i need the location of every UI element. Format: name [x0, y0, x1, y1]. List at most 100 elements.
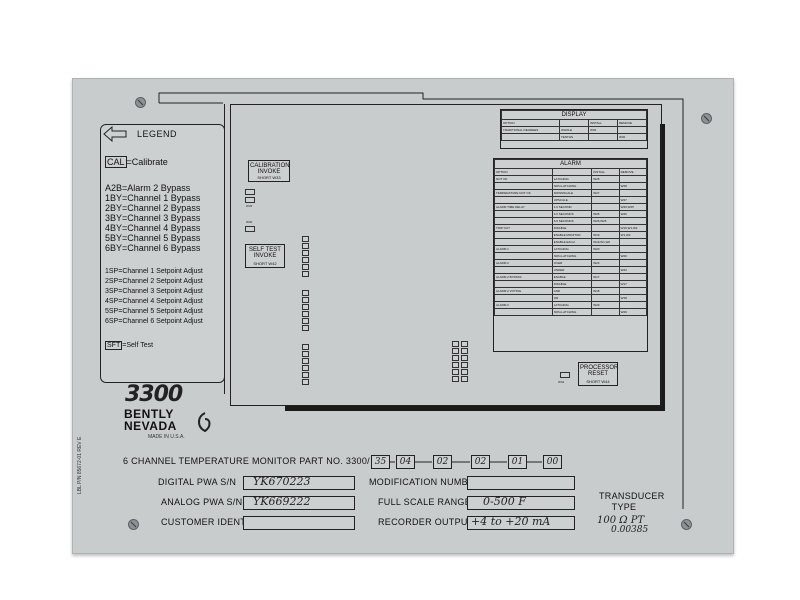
legend-desc: =Channel 6 Bypass — [122, 243, 201, 253]
table-cell: W26 — [618, 210, 647, 218]
table-cell — [618, 217, 647, 225]
table-cell: WHOLE — [559, 126, 589, 134]
legend-item: 4SP=Channel 4 Setpoint Adjust — [105, 297, 203, 307]
digital-pwa-field — [243, 476, 355, 490]
pin-column — [461, 341, 468, 383]
legend-key: 4SP — [105, 298, 119, 305]
table-cell — [618, 245, 647, 253]
table-cell: TRADITIONAL DEGREES — [501, 126, 560, 134]
legend-key: 6BY — [105, 243, 123, 253]
legend-desc: =Channel 5 Bypass — [122, 233, 201, 243]
table-cell: OVER — [551, 259, 593, 267]
digital-pwa-label: DIGITAL PWA S/N — [158, 477, 237, 487]
brand-line-2: NEVADA — [124, 419, 177, 433]
table-header: OPTION — [494, 168, 553, 176]
table-cell: W27 — [618, 196, 647, 204]
jumper-pin — [302, 372, 309, 378]
legend-item: 1BY=Channel 1 Bypass — [105, 193, 200, 203]
part-number-segment: 02 — [433, 455, 452, 469]
jumper-pin — [452, 355, 459, 361]
legend-key: CAL — [105, 156, 127, 168]
jumper-pin — [302, 236, 309, 242]
full-scale-field — [467, 496, 575, 510]
legend-desc: =Channel 4 Bypass — [122, 223, 201, 233]
jumper-pin — [302, 379, 309, 385]
legend-item: 5BY=Channel 5 Bypass — [105, 233, 200, 243]
legend-desc: =Calibrate — [126, 157, 168, 167]
table-cell: W18 — [618, 294, 647, 302]
jumper-pin — [302, 325, 309, 331]
table-cell: LATCHING — [551, 175, 593, 183]
table-cell — [494, 238, 553, 246]
jumper-pin — [452, 348, 459, 354]
customer-ident-label: CUSTOMER IDENT. — [161, 517, 248, 527]
legend-item: CAL=Calibrate — [105, 156, 168, 168]
legend-desc: =Channel 1 Setpoint Adjust — [118, 268, 203, 275]
table-cell: ENABLE — [551, 273, 593, 281]
table-cell: W32 — [588, 126, 618, 134]
part-number-segment: 02 — [471, 455, 490, 469]
jumper-pin — [452, 362, 459, 368]
table-cell: ALARM 2 BYPASS — [494, 273, 553, 281]
table-cell: W20 — [591, 245, 620, 253]
table-cell: ALARM TIME DELAY — [494, 203, 553, 211]
table-cell — [494, 210, 553, 218]
analog-pwa-label: ANALOG PWA S/N — [161, 497, 243, 507]
table-cell: NON-LATCHING — [551, 252, 593, 260]
jumper-pin — [302, 290, 309, 296]
table-cell — [501, 133, 560, 141]
analog-pwa-field — [243, 496, 355, 510]
table-cell — [591, 266, 620, 274]
board-notch — [224, 104, 231, 394]
jumper-pin — [560, 372, 570, 378]
legend-key: 5BY — [105, 233, 123, 243]
board-shadow — [660, 124, 665, 411]
table-cell — [494, 196, 553, 204]
jumper-pin — [245, 189, 255, 195]
table-cell: TENTHS — [559, 133, 589, 141]
table-cell: W23 — [591, 259, 620, 267]
table-row: UPSCALE W27 — [494, 196, 647, 204]
legend-key: 6SP — [105, 318, 119, 325]
jumper-pin — [302, 365, 309, 371]
table-cell: UPSCALE — [551, 196, 593, 204]
legend-key: 3BY — [105, 213, 123, 223]
legend-key: 2SP — [105, 278, 119, 285]
table-cell — [494, 182, 553, 190]
legend-key: 1BY — [105, 193, 123, 203]
table-cell — [618, 273, 647, 281]
jumper-pin — [452, 376, 459, 382]
table-cell: ALARM 2 — [494, 259, 553, 267]
jumper-pin — [302, 344, 309, 350]
table-cell: W25 — [591, 210, 620, 218]
table-cell: ENABLE EACH — [551, 238, 593, 246]
table-cell — [617, 126, 647, 134]
alarm-table-title: ALARM — [494, 159, 647, 169]
jumper-pin — [461, 362, 468, 368]
part-number-segment: 00 — [543, 455, 562, 469]
label-plate: LEGEND CAL=Calibrate A2B=Alarm 2 Bypass … — [72, 78, 734, 554]
part-number-segment: 04 — [396, 455, 415, 469]
pin-column — [302, 344, 309, 386]
legend-key: 5SP — [105, 308, 119, 315]
table-cell: ENABLE MONITOR — [551, 231, 593, 239]
modification-field — [467, 476, 575, 490]
table-cell — [591, 196, 620, 204]
screw-icon — [135, 97, 146, 108]
legend-key: 1SP — [105, 268, 119, 275]
table-cell: W17 — [591, 273, 620, 281]
table-cell: ALARM 2 — [494, 301, 553, 309]
table-cell — [618, 259, 647, 267]
self-test-sub: SHORT W42 — [253, 261, 277, 266]
jumper-pin — [302, 243, 309, 249]
